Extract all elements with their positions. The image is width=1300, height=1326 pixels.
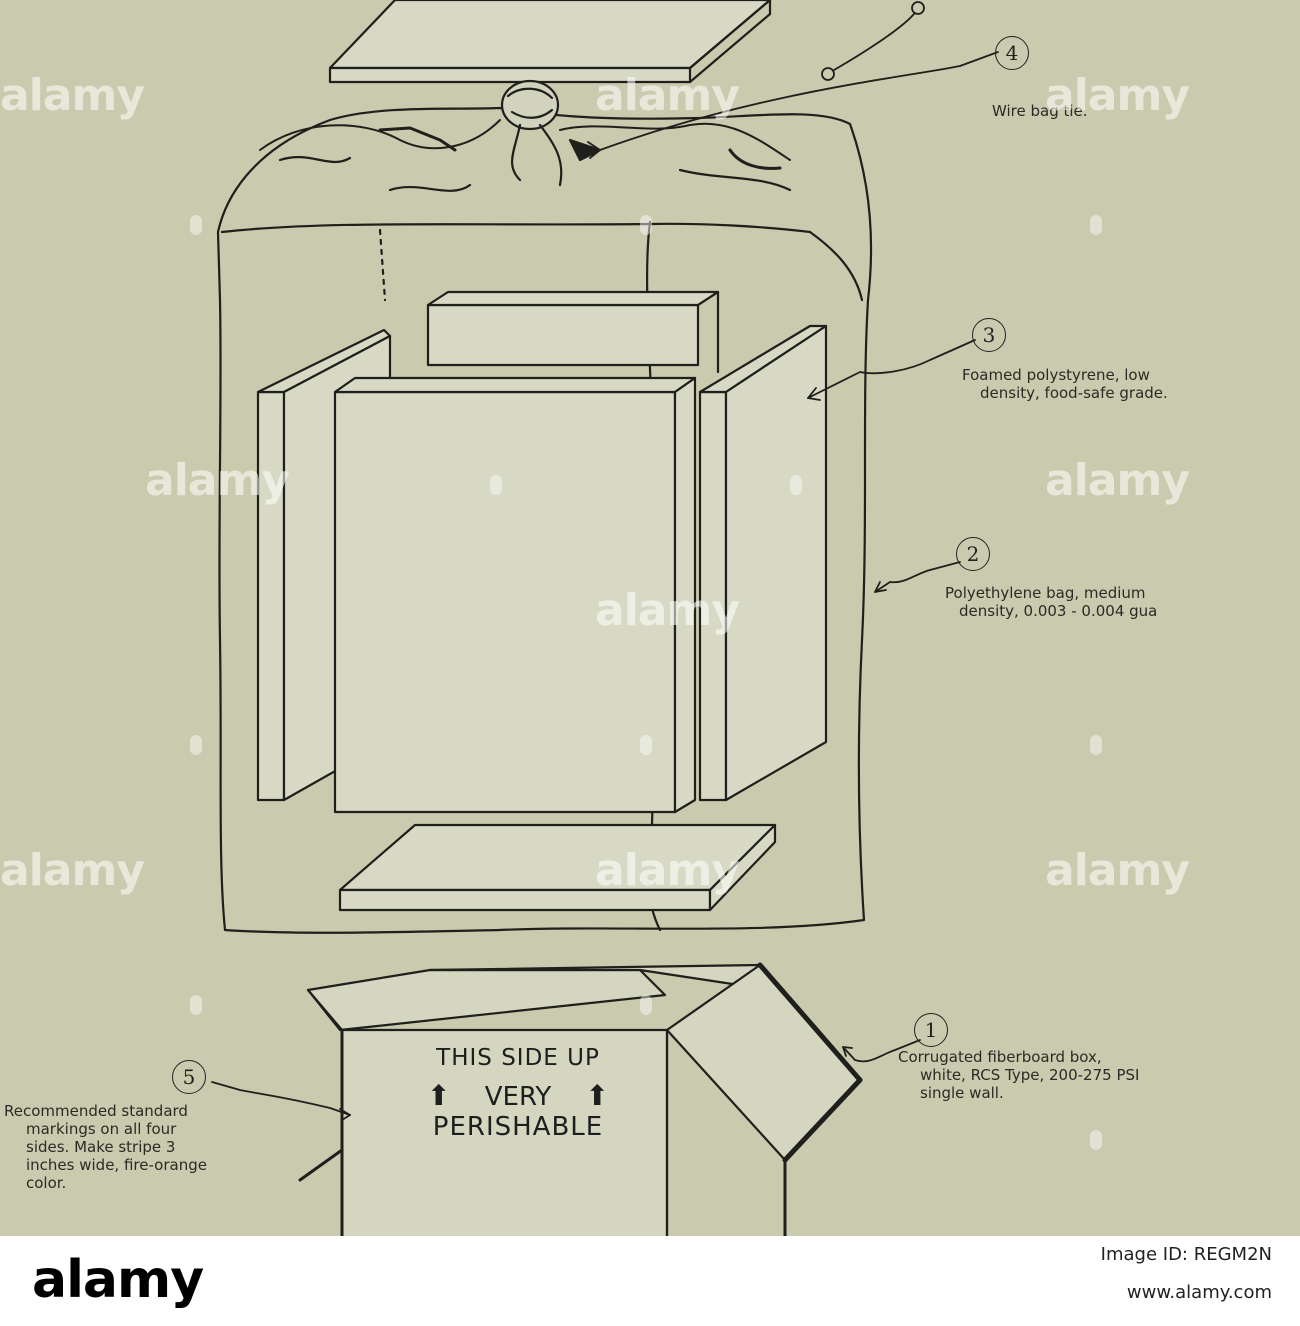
fiberboard-box: [298, 962, 863, 1242]
callout-3-line-1: Foamed polystyrene, low: [962, 366, 1150, 384]
callout-label-3: Foamed polystyrene, low density, food-sa…: [962, 366, 1168, 402]
callout-number-2: 2: [956, 537, 990, 571]
leader-lines: [211, 51, 999, 1121]
callout-3-line-2: density, food-safe grade.: [980, 384, 1168, 402]
watermark-dot: [190, 995, 202, 1015]
watermark-dot: [1090, 215, 1102, 235]
watermark-text: alamy: [1045, 455, 1190, 506]
watermark-text: alamy: [0, 845, 145, 896]
watermark-text: alamy: [595, 70, 740, 121]
watermark-dot: [640, 995, 652, 1015]
foam-back-panel: [426, 290, 720, 374]
bag-knot: [500, 79, 602, 187]
callout-number-3: 3: [972, 318, 1006, 352]
callout-2-line-1: Polyethylene bag, medium: [945, 584, 1146, 602]
footer-bar: alamy Image ID: REGM2N www.alamy.com: [0, 1236, 1300, 1326]
box-marking-line-2: ⬆ VERY ⬆: [358, 1079, 678, 1112]
bottom-foam-panel: [338, 823, 777, 912]
callout-number-5: 5: [172, 1060, 206, 1094]
callout-1-line-1: Corrugated fiberboard box,: [898, 1048, 1102, 1066]
watermark-text: alamy: [1045, 845, 1190, 896]
top-foam-panel: [328, 0, 772, 84]
alamy-logo: alamy: [32, 1250, 204, 1310]
callout-5-line-2: markings on all four: [26, 1120, 177, 1138]
callout-number-4: 4: [995, 36, 1029, 70]
watermark-dot: [640, 215, 652, 235]
watermark-dot: [790, 475, 802, 495]
callout-label-1: Corrugated fiberboard box, white, RCS Ty…: [898, 1048, 1139, 1102]
watermark-dot: [1090, 1130, 1102, 1150]
callout-label-2: Polyethylene bag, medium density, 0.003 …: [945, 584, 1157, 620]
callout-4-line-1: Wire bag tie.: [992, 102, 1088, 120]
image-id-label: Image ID: REGM2N: [1100, 1244, 1272, 1265]
box-marking-line-1: THIS SIDE UP: [436, 1045, 600, 1071]
box-marking-very: VERY: [484, 1082, 552, 1112]
up-arrow-icon: ⬆: [427, 1079, 451, 1112]
foam-front-panel: [333, 376, 697, 814]
callout-2-line-2: density, 0.003 - 0.004 gua: [959, 602, 1158, 620]
watermark-dot: [190, 735, 202, 755]
watermark-dot: [490, 475, 502, 495]
callout-5-line-1: Recommended standard: [4, 1102, 188, 1120]
watermark-text: alamy: [0, 70, 145, 121]
watermark-text: alamy: [145, 455, 290, 506]
wire-bag-tie: [821, 1, 925, 81]
callout-5-line-4: inches wide, fire-orange: [26, 1156, 207, 1174]
foam-right-panel: [698, 324, 828, 802]
callout-1-line-2: white, RCS Type, 200-275 PSI: [920, 1066, 1140, 1084]
up-arrow-icon: ⬆: [585, 1079, 609, 1112]
watermark-dot: [640, 735, 652, 755]
watermark-dot: [1090, 735, 1102, 755]
callout-5-line-3: sides. Make stripe 3: [26, 1138, 176, 1156]
callout-label-5: Recommended standard markings on all fou…: [4, 1102, 207, 1192]
watermark-dot: [190, 215, 202, 235]
callout-1-line-3: single wall.: [920, 1084, 1004, 1102]
box-markings: THIS SIDE UP ⬆ VERY ⬆ PERISHABLE: [358, 1045, 678, 1142]
site-url: www.alamy.com: [1126, 1282, 1272, 1303]
box-marking-line-3: PERISHABLE: [432, 1112, 604, 1142]
watermark-text: alamy: [595, 585, 740, 636]
watermark-text: alamy: [1045, 70, 1190, 121]
callout-5-line-5: color.: [26, 1174, 67, 1192]
callout-number-1: 1: [914, 1013, 948, 1047]
watermark-text: alamy: [595, 845, 740, 896]
callout-label-4: Wire bag tie.: [992, 102, 1088, 120]
